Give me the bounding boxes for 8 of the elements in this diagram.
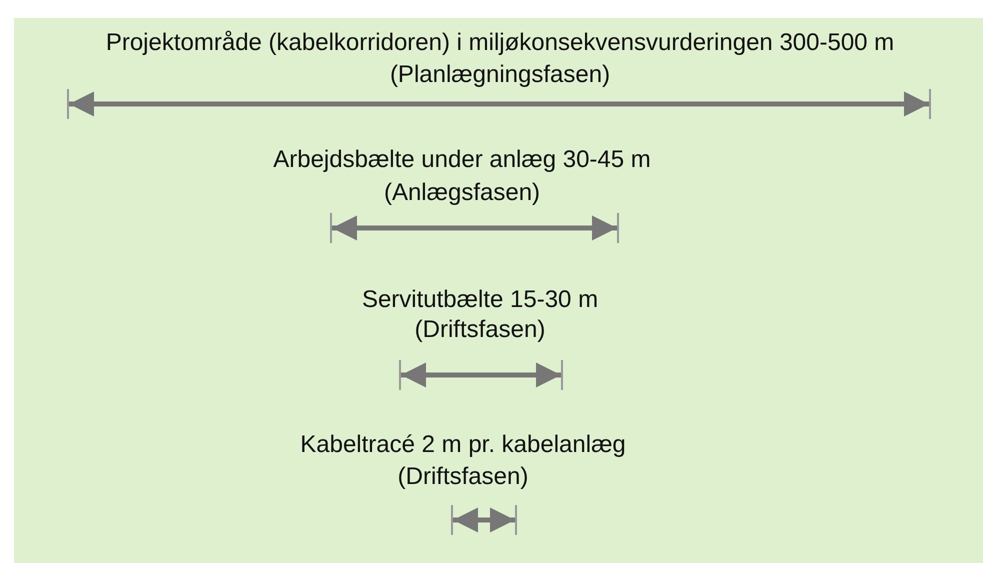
dimension-label: Servitutbælte 15-30 m <box>362 286 598 314</box>
dimension-label: Kabeltracé 2 m pr. kabelanlæg <box>300 431 626 459</box>
dimension-label: Arbejdsbælte under anlæg 30-45 m <box>273 146 651 174</box>
phase-label: (Driftsfasen) <box>414 316 546 344</box>
phase-label: (Anlægsfasen) <box>384 179 540 207</box>
phase-label: (Driftsfasen) <box>398 463 528 491</box>
dimension-label: Projektområde (kabelkorridoren) i miljøkonsekvensvurderingen 300-500 m <box>106 29 894 57</box>
phase-label: (Planlægningsfasen) <box>390 61 610 89</box>
